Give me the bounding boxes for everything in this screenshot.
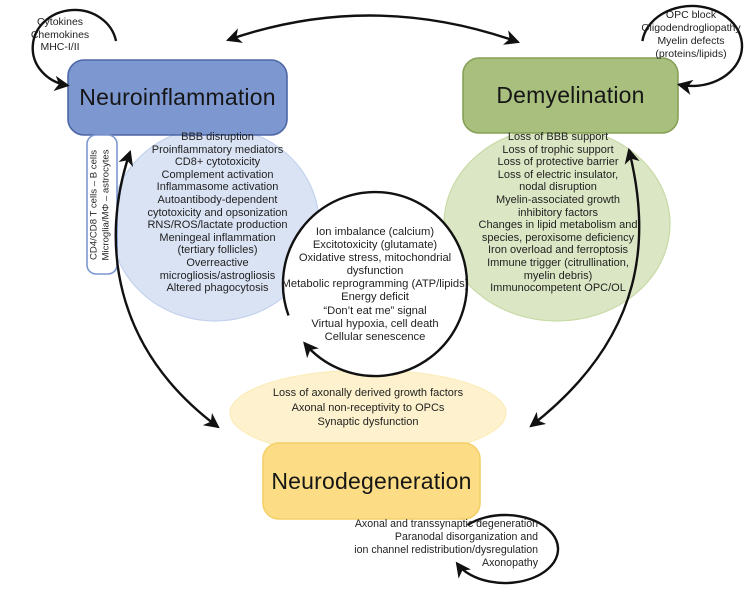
axon-opc-effects-list: Loss of axonally derived growth factors …	[272, 387, 464, 429]
neuroinflammation-box	[67, 59, 288, 136]
demyelination-box	[462, 57, 679, 134]
arrow-neuroinflammation-neurodegeneration	[114, 149, 220, 429]
demyelination-triggers-label: OPC block Oligodendrogliopathy Myelin de…	[641, 9, 741, 60]
arrow-neuroinflammation-demyelination	[225, 14, 521, 45]
arrow-demyelination-neurodegeneration	[529, 147, 641, 428]
arrow-opc-block-loop	[641, 4, 744, 95]
neurodegeneration-title: Neurodegeneration	[271, 467, 472, 494]
neuroinflammation-title: Neuroinflammation	[79, 84, 276, 110]
demyelination-effects-list: Loss of BBB support Loss of trophic supp…	[478, 131, 638, 295]
demyelination-title: Demyelination	[496, 82, 645, 108]
arrow-axonopathy-loop	[455, 513, 560, 585]
shared-mechanisms-list: Ion imbalance (calcium) Excitotoxicity (…	[281, 226, 469, 343]
arrow-cytokines-loop	[31, 8, 118, 91]
shared-mechanisms-circle	[283, 192, 467, 376]
cell-types-sidebar-label: CD4/CD8 T cells – B cells Microglia/MΦ –…	[88, 149, 112, 261]
neurodegeneration-box	[262, 442, 481, 520]
neurodegeneration-outcomes-label: Axonal and transsynaptic degeneration Pa…	[354, 518, 538, 569]
arrow-central-cycle	[281, 190, 469, 378]
neuroinflammation-triggers-label: Cytokines Chemokines MHC-I/II	[30, 16, 90, 54]
